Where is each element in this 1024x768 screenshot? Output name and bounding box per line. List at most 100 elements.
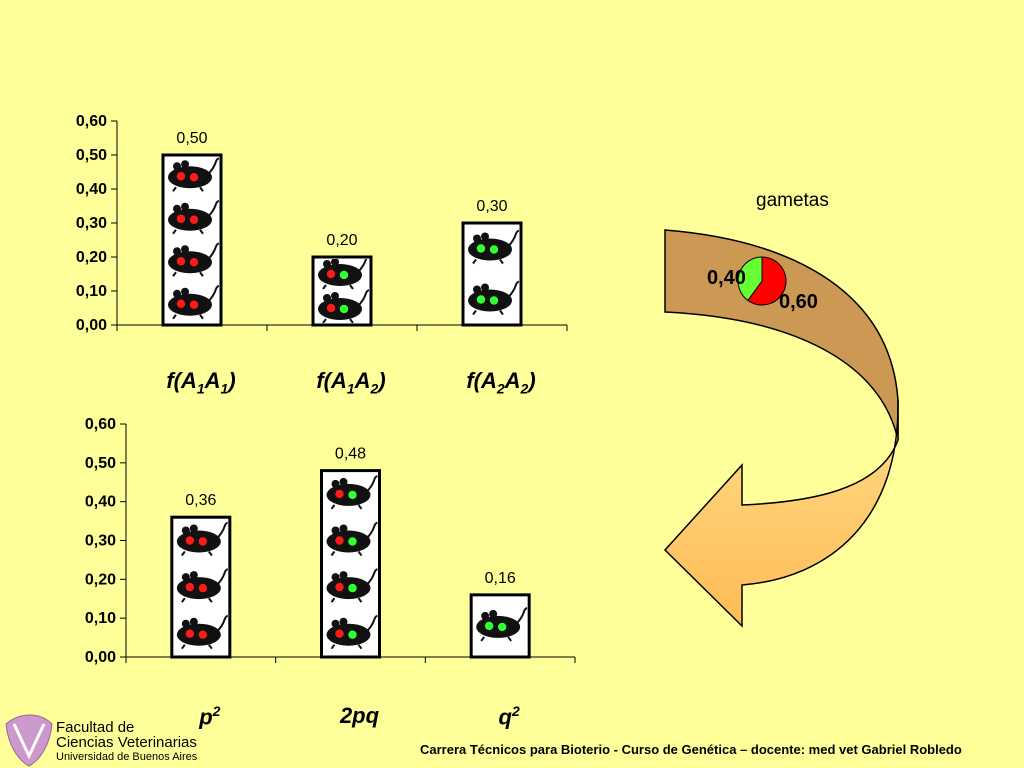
- allele-dot: [185, 536, 195, 545]
- bar-value-label: 0,20: [326, 232, 357, 249]
- allele-dot: [489, 245, 499, 254]
- allele-dot: [476, 244, 486, 253]
- mouse-icon: [318, 259, 368, 290]
- allele-dot: [185, 629, 195, 638]
- mouse-icon: [168, 284, 219, 320]
- bar: [311, 255, 373, 327]
- category-label: 2pq: [339, 703, 380, 728]
- allele-dot: [198, 583, 208, 593]
- allele-dot: [335, 582, 344, 592]
- mouse-icon: [468, 229, 519, 265]
- logo-shield-icon: [5, 714, 53, 767]
- y-tick-label: 0,40: [85, 494, 116, 511]
- allele-dot: [348, 630, 357, 639]
- pie-slice: [747, 256, 787, 306]
- allele-dot: [176, 172, 186, 181]
- y-tick-label: 0,30: [85, 533, 116, 550]
- y-tick-label: 0,30: [76, 215, 107, 232]
- allele-dot: [189, 173, 199, 182]
- mouse-icon: [326, 614, 378, 650]
- allele-dot: [176, 214, 186, 223]
- bar-value-label: 0,48: [335, 446, 366, 463]
- footer-credit: Carrera Técnicos para Bioterio - Curso d…: [420, 742, 962, 757]
- logo-line-3: Universidad de Buenos Aires: [56, 751, 198, 763]
- category-label: q2: [498, 703, 520, 730]
- allele-dot: [335, 536, 344, 545]
- logo-v-icon: [12, 723, 46, 760]
- mouse-icon: [326, 474, 378, 510]
- y-tick-label: 0,10: [76, 283, 107, 300]
- bar: [170, 515, 232, 659]
- bar: [320, 469, 381, 659]
- pie-label-allele2: 0,40: [707, 267, 746, 289]
- pie-slice: [737, 256, 763, 302]
- mouse-icon: [176, 521, 228, 557]
- category-label: p2: [199, 703, 221, 730]
- faculty-logo: [5, 714, 53, 767]
- y-tick-label: 0,60: [85, 416, 116, 433]
- y-tick-label: 0,50: [76, 147, 107, 164]
- logo-line-2: Ciencias Veterinarias: [56, 734, 197, 751]
- y-tick-label: 0,60: [76, 113, 107, 130]
- allele-dot: [476, 295, 486, 304]
- y-tick-label: 0,00: [85, 649, 116, 666]
- pie-label-allele1: 0,60: [779, 291, 818, 313]
- y-tick-label: 0,00: [76, 317, 107, 334]
- bar-value-label: 0,16: [485, 570, 516, 587]
- allele-dot: [198, 630, 208, 639]
- bar: [161, 153, 223, 327]
- allele-dot: [326, 269, 336, 279]
- allele-dot: [339, 270, 349, 280]
- hardy-weinberg-chart: 0,00 0,10 0,20 0,30 0,40 0,50 0,60 0,36 0,48 0,16: [85, 416, 576, 666]
- mouse-icon: [176, 614, 228, 650]
- mouse-icon: [168, 199, 219, 235]
- category-label: f(A2A2): [466, 368, 536, 397]
- pie-title: gametas: [756, 190, 829, 211]
- allele-dot: [326, 303, 336, 313]
- allele-dot: [348, 490, 357, 500]
- logo-line-1: Facultad de: [56, 719, 135, 736]
- bar-value-label: 0,36: [185, 492, 216, 509]
- mouse-icon: [168, 157, 219, 192]
- mouse-icon: [476, 607, 528, 642]
- y-tick-label: 0,40: [76, 181, 107, 198]
- mouse-icon: [176, 568, 228, 603]
- mouse-icon: [318, 289, 369, 323]
- bar: [469, 593, 531, 659]
- gametes-pie-chart: [737, 256, 787, 306]
- allele-dot: [189, 300, 199, 309]
- bar: [461, 221, 523, 327]
- allele-dot: [176, 299, 186, 308]
- category-label: f(A1A2): [316, 368, 386, 397]
- mouse-icon: [168, 242, 219, 277]
- arrow-upper-band: [664, 229, 899, 441]
- category-label: f(A1A1): [166, 368, 236, 397]
- mouse-icon: [326, 521, 378, 557]
- allele-dot: [185, 582, 195, 592]
- allele-dot: [335, 489, 344, 499]
- allele-dot: [489, 296, 499, 305]
- bar-value-label: 0,30: [476, 198, 507, 215]
- y-tick-label: 0,50: [85, 455, 116, 472]
- y-tick-label: 0,10: [85, 610, 116, 627]
- allele-dot: [348, 537, 357, 546]
- y-tick-label: 0,20: [76, 249, 107, 266]
- bar-value-label: 0,50: [176, 130, 207, 147]
- allele-dot: [176, 257, 186, 266]
- mouse-icon: [326, 568, 378, 603]
- allele-dot: [198, 537, 208, 546]
- allele-dot: [339, 304, 349, 314]
- allele-dot: [335, 629, 344, 638]
- allele-dot: [497, 622, 507, 632]
- cycle-arrow: [663, 229, 899, 628]
- mouse-icon: [468, 280, 519, 316]
- y-tick-label: 0,20: [85, 571, 116, 588]
- allele-dot: [484, 621, 494, 631]
- faculty-logo-text: Facultad de Ciencias Veterinarias Univer…: [56, 720, 197, 765]
- allele-dot: [189, 215, 199, 224]
- genotype-frequency-chart: 0,00 0,10 0,20 0,30 0,40 0,50 0,60 0,50 0,20 0,30: [76, 113, 568, 334]
- allele-dot: [189, 258, 199, 267]
- allele-dot: [348, 583, 357, 593]
- arrow-lower-band: [663, 399, 899, 628]
